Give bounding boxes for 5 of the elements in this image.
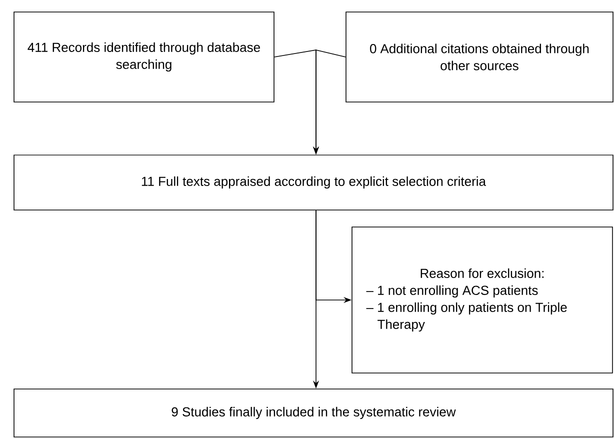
exclusion-box: Reason for exclusion: – 1 not enrolling ACS patients – 1 enrolling only patients on Triple Therapy (352, 226, 613, 374)
process-box: 0 Additional citations obtained through other sources (346, 12, 614, 102)
process-box: 9 Studies finally included in the systematic review (14, 388, 614, 438)
process-box: 411 Records identified through database searching (14, 12, 274, 102)
process-box: 11 Full texts appraised according to explicit selection criteria (14, 154, 614, 210)
